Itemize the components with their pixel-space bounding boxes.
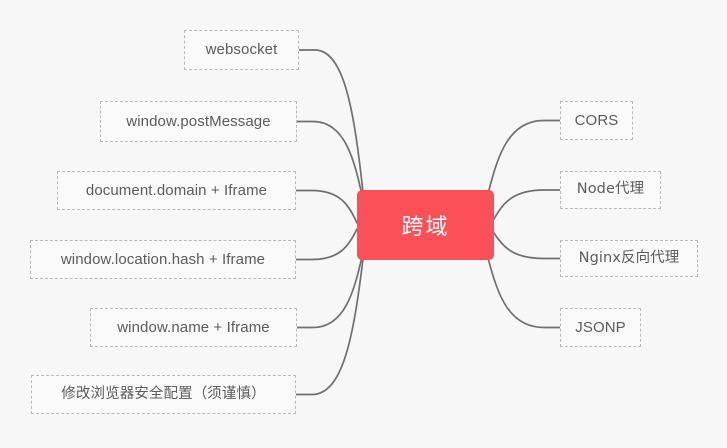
edge-center-to-right-0 xyxy=(487,119,561,195)
mindmap-node-browser-security-config[interactable]: 修改浏览器安全配置（须谨慎） xyxy=(31,375,296,414)
mindmap-node-document-domain-iframe[interactable]: document.domain + Iframe xyxy=(57,171,296,210)
mindmap-node-cors[interactable]: CORS xyxy=(560,101,633,140)
mindmap-node-node-proxy[interactable]: Node代理 xyxy=(560,171,661,209)
node-label: websocket xyxy=(205,41,278,58)
edge-center-to-right-2 xyxy=(493,232,561,260)
mindmap-node-nginx-reverse-proxy[interactable]: Nginx反向代理 xyxy=(560,240,698,277)
node-label: window.location.hash + Iframe xyxy=(60,250,266,268)
edge-center-to-left-0 xyxy=(298,49,364,193)
node-label: document.domain + Iframe xyxy=(85,181,268,199)
mindmap-node-websocket[interactable]: websocket xyxy=(184,30,299,70)
edge-center-to-right-1 xyxy=(493,189,561,220)
node-label: 修改浏览器安全配置（须谨慎） xyxy=(61,385,266,402)
mindmap-center-node[interactable]: 跨域 xyxy=(357,190,494,260)
node-label: window.postMessage xyxy=(126,112,271,130)
mindmap-node-window-postmessage[interactable]: window.postMessage xyxy=(100,101,297,142)
mindmap-node-window-location-hash-iframe[interactable]: window.location.hash + Iframe xyxy=(30,240,296,279)
center-node-label: 跨域 xyxy=(401,215,450,240)
edge-center-to-left-3 xyxy=(295,228,358,261)
edge-center-to-left-2 xyxy=(295,189,358,224)
edge-center-to-left-1 xyxy=(296,120,364,201)
edge-center-to-left-4 xyxy=(296,251,364,329)
node-label: Nginx反向代理 xyxy=(578,249,680,266)
node-label: CORS xyxy=(574,111,619,129)
node-label: Node代理 xyxy=(576,181,645,198)
mindmap-node-window-name-iframe[interactable]: window.name + Iframe xyxy=(90,308,297,347)
node-label: window.name + Iframe xyxy=(117,318,270,336)
edge-center-to-left-5 xyxy=(295,258,364,396)
node-label: JSONP xyxy=(575,318,626,336)
mindmap-node-jsonp[interactable]: JSONP xyxy=(560,308,641,347)
edge-center-to-right-3 xyxy=(487,257,561,329)
